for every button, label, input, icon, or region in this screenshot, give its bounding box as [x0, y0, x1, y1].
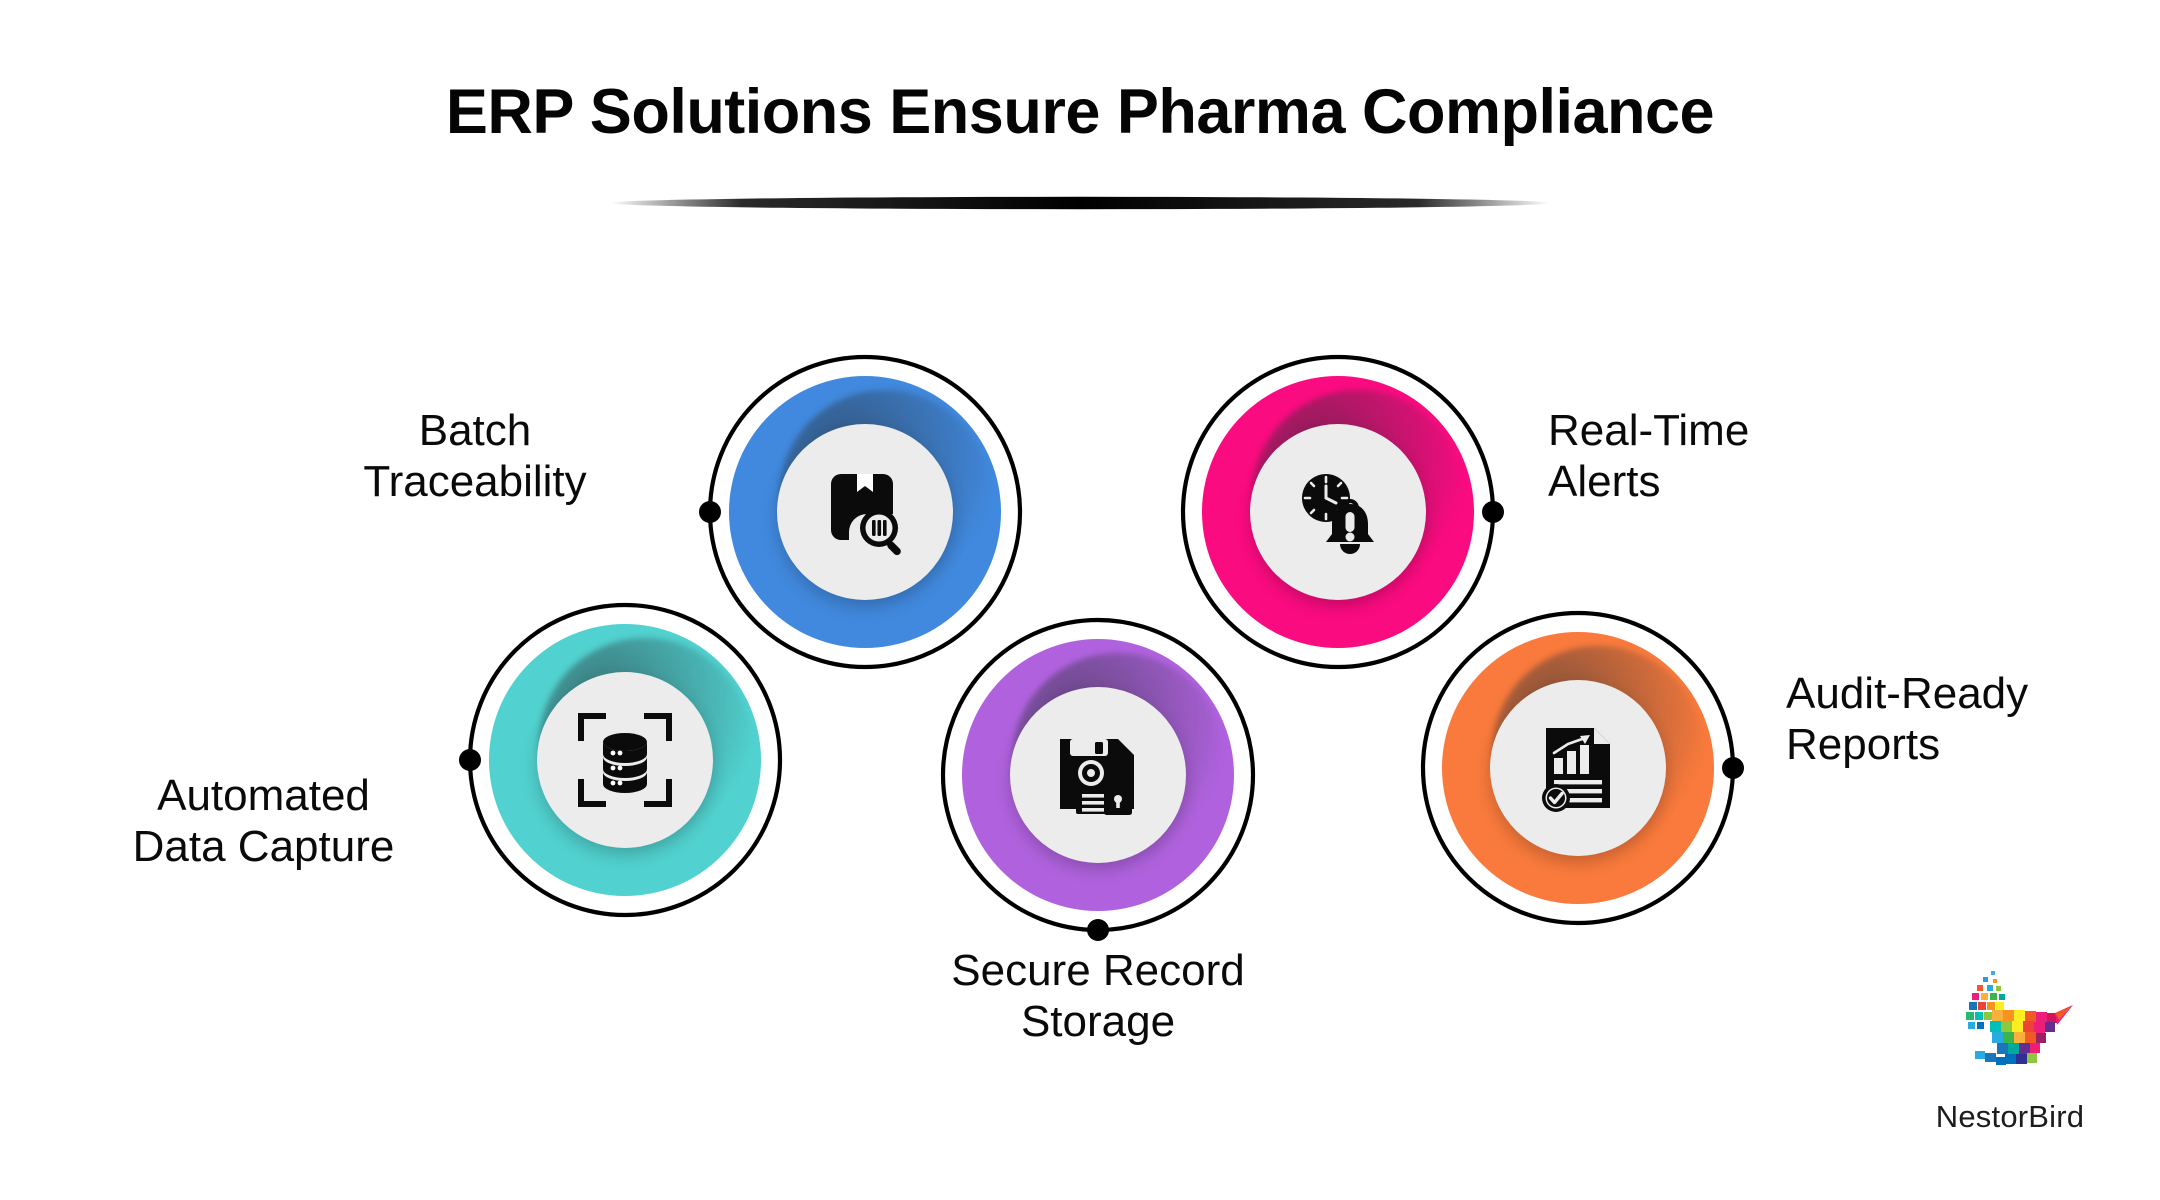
node-real-time-alerts[interactable]: [1202, 376, 1474, 648]
pixelated-bird-logo-icon: [1966, 971, 2073, 1065]
clock-alert-bell-icon: [1302, 474, 1374, 554]
brand-name: NestorBird: [1935, 1099, 2085, 1134]
label-secure-record-storage: Secure Record Storage: [951, 946, 1245, 1047]
icon-disc-batch-traceability: [777, 424, 953, 600]
brand-logo: NestorBird: [1905, 965, 2115, 1135]
node-audit-ready-reports[interactable]: [1442, 632, 1714, 904]
connector-dot-secure-record-storage: [1087, 919, 1109, 941]
label-audit-ready-reports: Audit-Ready Reports: [1786, 669, 2029, 770]
icon-disc-real-time-alerts: [1250, 424, 1426, 600]
icon-disc-automated-data-capture: [537, 672, 713, 848]
connector-dot-automated-data-capture: [459, 749, 481, 771]
icon-disc-secure-record-storage: [1010, 687, 1186, 863]
package-search-icon: [831, 474, 901, 556]
connector-dot-audit-ready-reports: [1722, 757, 1744, 779]
label-real-time-alerts: Real-Time Alerts: [1548, 406, 1750, 507]
icon-disc-audit-ready-reports: [1490, 680, 1666, 856]
node-automated-data-capture[interactable]: [489, 624, 761, 896]
label-automated-data-capture: Automated Data Capture: [132, 771, 395, 872]
report-check-icon: [1542, 728, 1610, 812]
connector-dot-real-time-alerts: [1482, 501, 1504, 523]
connector-dot-batch-traceability: [699, 501, 721, 523]
label-batch-traceability: Batch Traceability: [363, 406, 587, 507]
floppy-disk-lock-icon: [1060, 739, 1134, 815]
title-block: ERP Solutions Ensure Pharma Compliance: [0, 77, 2160, 147]
database-scan-icon: [578, 713, 672, 807]
node-batch-traceability[interactable]: [729, 376, 1001, 648]
page-title: ERP Solutions Ensure Pharma Compliance: [445, 77, 1715, 147]
title-divider: [610, 196, 1550, 210]
node-secure-record-storage[interactable]: [962, 639, 1234, 911]
